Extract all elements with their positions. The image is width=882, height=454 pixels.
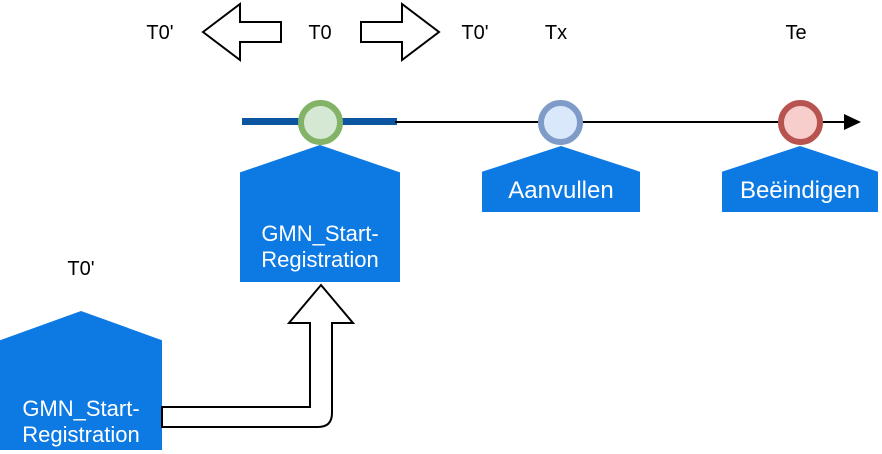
tx-marker-circle [538,100,583,145]
t0-marker-circle [298,100,343,145]
event-label-line: GMN_Start- [261,221,379,246]
label-t0: T0 [308,22,332,44]
event-shape-beeindigen: Beëindigen [722,146,878,212]
bent-connector-arrow-icon [161,283,356,428]
label-tx: Tx [544,22,568,44]
event-label-line: Registration [261,247,379,272]
label-t0-prime-right: T0' [461,22,489,44]
event-label-line: GMN_Start- [22,396,140,421]
timeline-line [395,121,845,123]
timeline-arrowhead-icon [844,114,861,130]
label-t0-prime-left: T0' [146,22,174,44]
te-marker-circle [778,100,823,145]
left-block-arrow-icon [201,1,282,63]
label-t0-prime-bottom: T0' [67,258,95,280]
event-shape-start-registration-previous: GMN_Start- Registration [0,311,162,450]
label-te: Te [785,22,807,44]
event-shape-start-registration: GMN_Start- Registration [240,145,400,282]
event-label-line: Registration [22,422,140,447]
event-label: Beëindigen [739,177,861,204]
right-block-arrow-icon [360,1,441,63]
event-label: Aanvullen [508,177,614,204]
event-shape-aanvullen: Aanvullen [482,146,640,212]
